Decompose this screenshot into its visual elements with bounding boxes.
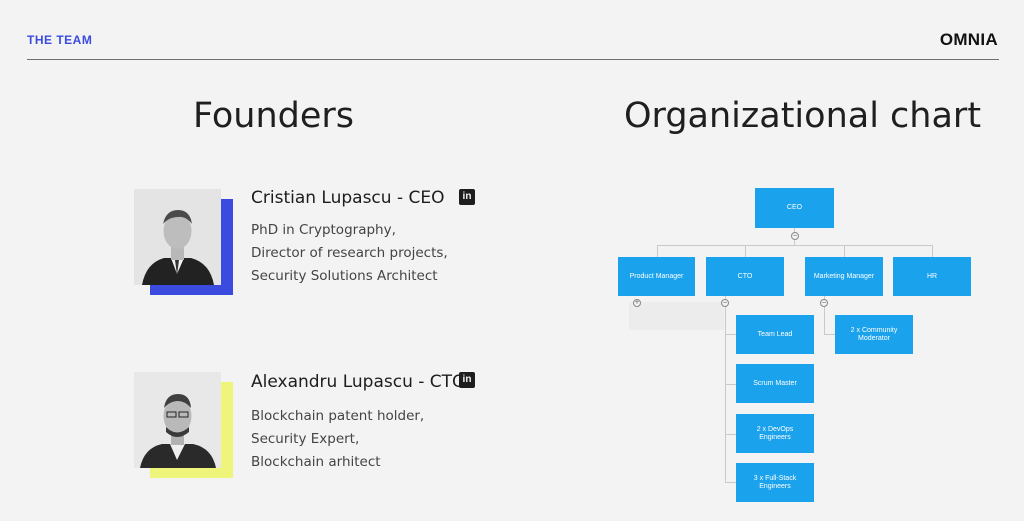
founder-description-line: PhD in Cryptography, <box>251 222 396 238</box>
header-divider <box>27 59 999 60</box>
connector-line <box>844 245 845 257</box>
founder-name: Cristian Lupascu - CEO <box>251 188 445 208</box>
org-node-ceo[interactable]: CEO <box>755 188 834 228</box>
collapsed-branch-area <box>629 302 724 330</box>
person-photo-icon <box>134 372 221 468</box>
org-node-cto[interactable]: CTO <box>706 257 784 296</box>
org-chart-title: Organizational chart <box>624 96 982 136</box>
org-node-hr[interactable]: HR <box>893 257 971 296</box>
connector-line <box>725 384 736 385</box>
section-label: THE TEAM <box>27 33 93 47</box>
collapse-toggle-icon[interactable]: − <box>721 299 729 307</box>
founders-title: Founders <box>193 96 355 136</box>
founder-photo <box>134 372 221 468</box>
org-node-marketing-manager[interactable]: Marketing Manager <box>805 257 883 296</box>
connector-line <box>932 245 933 257</box>
expand-toggle-icon[interactable]: + <box>633 299 641 307</box>
founder-name: Alexandru Lupascu - CTO <box>251 372 466 392</box>
founder-description-line: Director of research projects, <box>251 245 448 261</box>
founder-description: Blockchain patent holder, Security Exper… <box>251 405 424 474</box>
connector-line <box>657 245 658 257</box>
collapse-toggle-icon[interactable]: − <box>791 232 799 240</box>
founder-photo-card <box>134 189 233 295</box>
org-node-product-manager[interactable]: Product Manager <box>618 257 695 296</box>
linkedin-icon[interactable]: in <box>459 189 475 205</box>
org-node-scrum-master[interactable]: Scrum Master <box>736 364 814 403</box>
linkedin-icon[interactable]: in <box>459 372 475 388</box>
org-node-community-moderator[interactable]: 2 x Community Moderator <box>835 315 913 354</box>
founder-photo <box>134 189 221 285</box>
founder-description-line: Security Solutions Architect <box>251 268 438 284</box>
founder-description: PhD in Cryptography, Director of researc… <box>251 219 448 288</box>
connector-line <box>725 482 736 483</box>
org-node-devops[interactable]: 2 x DevOps Engineers <box>736 414 814 453</box>
founder-photo-card <box>134 372 233 478</box>
connector-line <box>657 245 933 246</box>
connector-line <box>745 245 746 257</box>
collapse-toggle-icon[interactable]: − <box>820 299 828 307</box>
connector-line <box>824 334 835 335</box>
founder-description-line: Blockchain arhitect <box>251 454 381 470</box>
org-node-team-lead[interactable]: Team Lead <box>736 315 814 354</box>
connector-line <box>824 296 825 334</box>
org-node-fullstack[interactable]: 3 x Full-Stack Engineers <box>736 463 814 502</box>
founder-description-line: Blockchain patent holder, <box>251 408 425 424</box>
connector-line <box>725 334 736 335</box>
founder-description-line: Security Expert, <box>251 431 360 447</box>
person-photo-icon <box>134 189 221 285</box>
brand-logo: OMNIA <box>939 30 998 49</box>
connector-line <box>725 296 726 482</box>
connector-line <box>725 434 736 435</box>
